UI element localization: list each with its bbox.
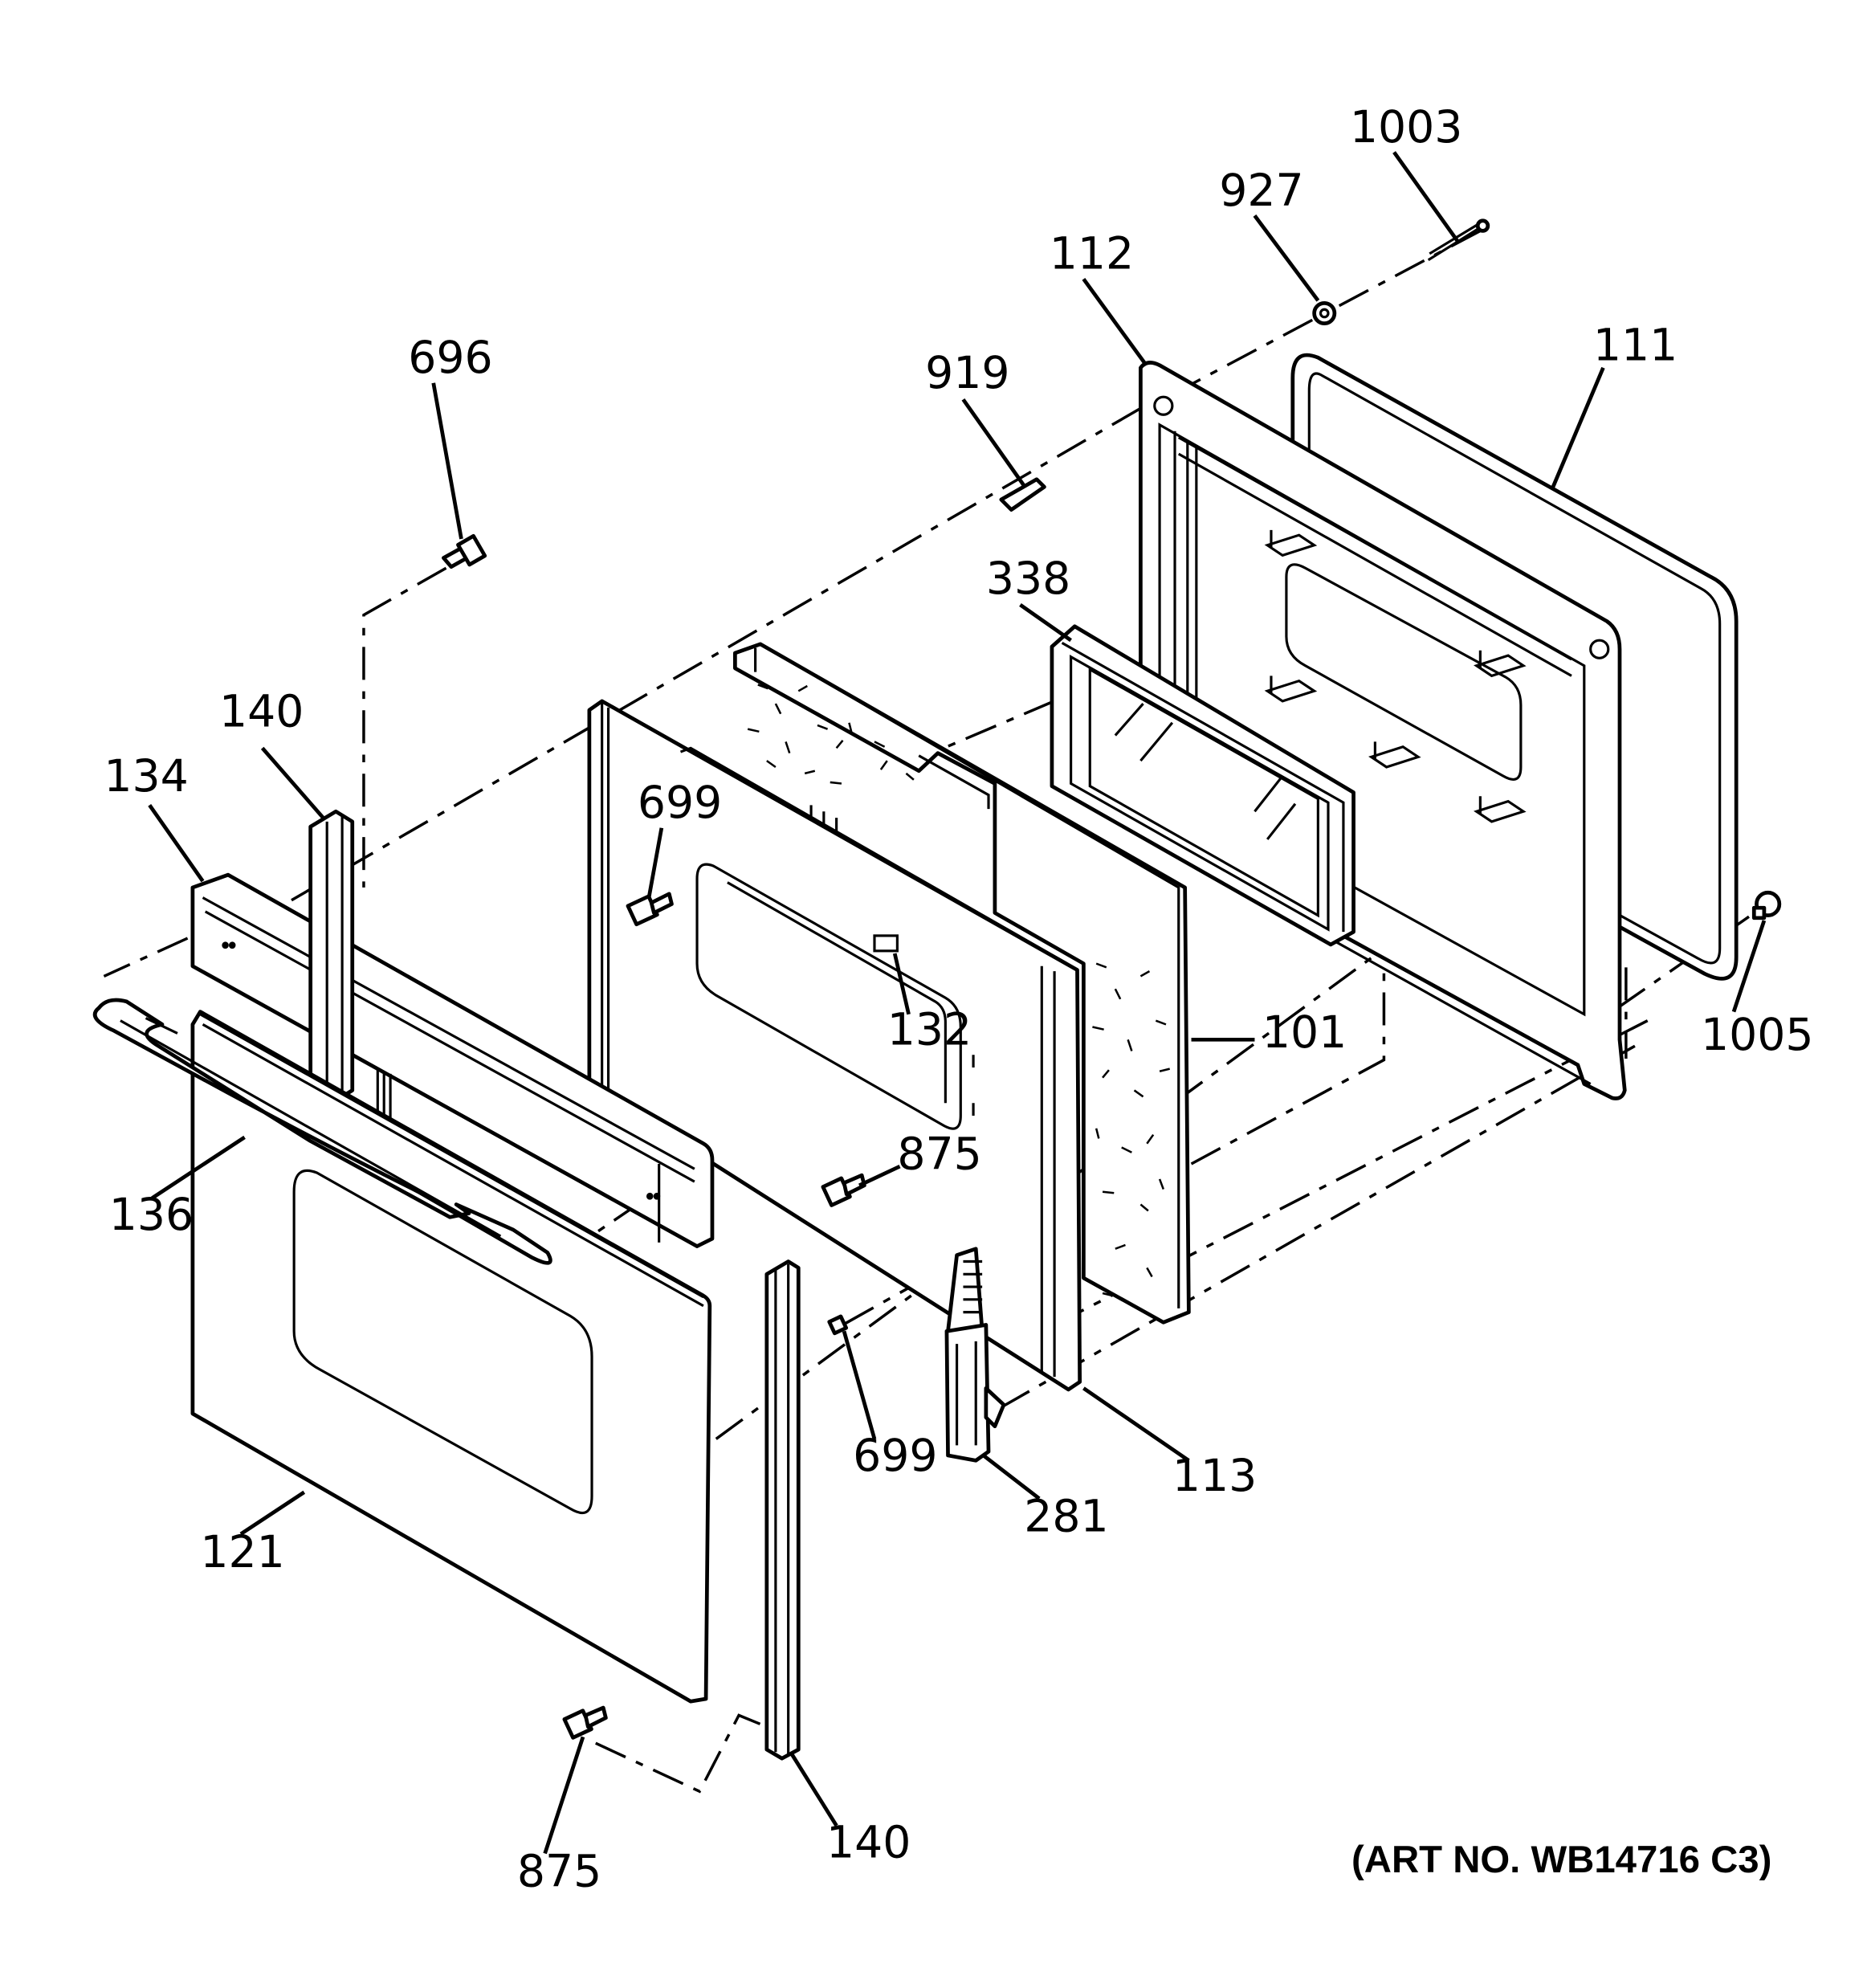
spacer-919 bbox=[999, 477, 1046, 512]
part-labels: 1003 927 112 111 919 696 338 140 134 699… bbox=[104, 102, 1813, 1898]
door-side-rail-top bbox=[308, 809, 392, 1121]
screw-875-bottom bbox=[562, 1705, 608, 1740]
art-number: (ART NO. WB14716 C3) bbox=[1351, 1839, 1771, 1881]
part-label: 101 bbox=[1262, 1007, 1347, 1059]
leader-lines bbox=[148, 151, 1767, 1855]
screws bbox=[442, 218, 1782, 1740]
part-label: 1003 bbox=[1350, 102, 1463, 153]
part-label: 919 bbox=[925, 348, 1009, 399]
screw-875-mid bbox=[821, 1173, 866, 1207]
part-label: 113 bbox=[1172, 1451, 1257, 1502]
part-label: 132 bbox=[887, 1005, 972, 1056]
part-label: 111 bbox=[1593, 320, 1678, 371]
screw-699-bottom bbox=[827, 1314, 849, 1336]
part-label: 338 bbox=[986, 553, 1070, 605]
part-label: 140 bbox=[826, 1817, 911, 1868]
door-side-rail-bottom bbox=[764, 1259, 801, 1761]
svg-text:°°: °° bbox=[646, 1192, 660, 1208]
part-label: 699 bbox=[853, 1431, 937, 1482]
part-label: 699 bbox=[638, 778, 722, 829]
part-label: 136 bbox=[109, 1190, 194, 1241]
screw-699-top bbox=[626, 892, 674, 927]
door-insulation bbox=[733, 642, 1191, 1325]
door-hinge bbox=[944, 1247, 1006, 1463]
glass-window-assembly bbox=[1050, 624, 1355, 947]
part-label: 1005 bbox=[1701, 1010, 1814, 1061]
part-label: 140 bbox=[219, 686, 304, 737]
svg-text:°°: °° bbox=[222, 941, 235, 957]
part-label: 134 bbox=[104, 751, 188, 802]
insulation-texture bbox=[747, 684, 1171, 1297]
part-label: 281 bbox=[1024, 1492, 1108, 1543]
part-label: 121 bbox=[200, 1527, 284, 1578]
part-label: 696 bbox=[408, 333, 492, 384]
outer-door-panel bbox=[190, 1010, 712, 1704]
screw-1003 bbox=[1427, 218, 1490, 262]
washer-927 bbox=[1312, 300, 1337, 325]
part-label: 875 bbox=[517, 1847, 601, 1898]
door-handle bbox=[93, 998, 552, 1265]
part-label: 875 bbox=[897, 1129, 981, 1180]
part-label: 112 bbox=[1050, 229, 1134, 280]
part-label: 927 bbox=[1219, 165, 1303, 217]
door-brackets bbox=[1264, 529, 1527, 823]
screw-696 bbox=[442, 533, 487, 569]
screw-1005 bbox=[1751, 890, 1782, 921]
